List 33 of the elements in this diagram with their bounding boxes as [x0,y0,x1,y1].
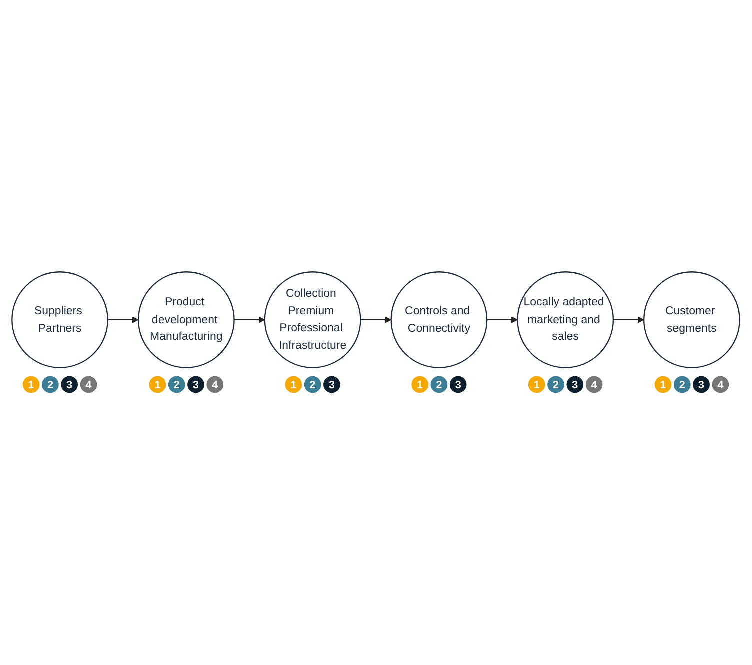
number-badge: 1 [654,376,672,394]
number-badge: 3 [61,376,78,394]
number-badge: 3 [188,376,204,394]
number-badge: 2 [674,376,691,394]
circle-node: Locally adapted marketing and sales [517,271,614,368]
number-badge: 3 [693,376,710,394]
arrow [486,316,518,324]
number-badge: 3 [324,376,340,394]
number-badge: 2 [168,376,186,394]
number-badge: 2 [548,376,564,394]
number-badge: 3 [450,376,467,394]
circle-node: Controls and Connectivity [390,271,488,368]
arrow [234,316,266,324]
number-badge: 1 [412,376,428,394]
number-badge: 4 [586,376,603,394]
number-badge: 4 [206,376,224,394]
number-badge: 4 [80,376,98,394]
circle-node: Product development Manufacturing [138,271,235,368]
number-badge: 1 [22,376,40,394]
arrow [107,316,139,324]
arrow [360,316,392,324]
circle-node: Customer segments [644,271,740,368]
number-badge: 3 [566,376,584,394]
number-badge: 1 [149,376,166,394]
number-badge: 2 [430,376,448,394]
circle-node: Collection Premium Professional Infrastructure [264,271,362,368]
number-badge: 2 [42,376,59,394]
number-badge: 2 [304,376,322,394]
circle-node: Suppliers Partners [12,271,108,368]
arrow [612,316,644,324]
number-badge: 1 [528,376,546,394]
number-badge: 1 [285,376,302,394]
number-badge: 4 [712,376,730,394]
